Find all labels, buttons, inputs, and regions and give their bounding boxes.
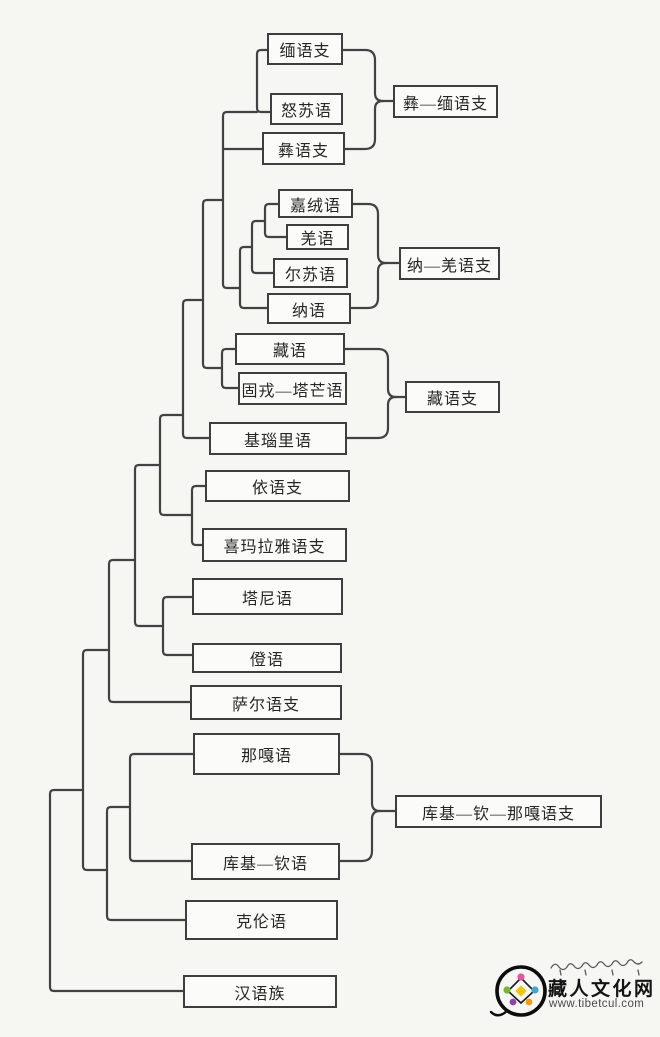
- node-kuki-chin-naga-branch: 库基—钦—那嘎语支: [395, 795, 602, 828]
- node-tibetan: 藏语: [235, 333, 345, 365]
- node-naga: 那嘎语: [193, 733, 340, 775]
- node-rgyalrong: 嘉绒语: [278, 189, 353, 218]
- node-yi-yuzhi-branch: 依语支: [205, 470, 350, 502]
- node-kinnauri: 基瑙里语: [209, 422, 347, 455]
- node-gurung-tamang: 固戎—塔芒语: [238, 372, 347, 405]
- node-deng: 僜语: [192, 643, 342, 673]
- node-loloish-branch: 彝语支: [262, 132, 345, 165]
- node-tani: 塔尼语: [192, 578, 343, 615]
- node-qiang: 羌语: [286, 224, 349, 250]
- node-nusu: 怒苏语: [270, 93, 343, 125]
- node-kuki-chin: 库基—钦语: [191, 843, 340, 880]
- watermark-site-url: www.tibetcul.com: [549, 998, 645, 1010]
- tibetcul-logo-icon: [489, 965, 547, 1017]
- node-karen: 克伦语: [185, 900, 338, 940]
- node-na-qiang-branch: 纳—羌语支: [399, 247, 500, 280]
- node-tibetan-branch: 藏语支: [405, 381, 500, 413]
- node-himalayan-branch: 喜玛拉雅语支: [202, 528, 347, 562]
- node-ersu: 尔苏语: [273, 258, 348, 288]
- node-lolo-burmese-branch: 彝—缅语支: [393, 85, 498, 118]
- node-na: 纳语: [267, 293, 351, 324]
- node-burmish-branch: 缅语支: [267, 33, 343, 65]
- node-sal-branch: 萨尔语支: [190, 685, 342, 720]
- watermark-site-name: 藏人文化网: [548, 979, 656, 1000]
- node-sinitic: 汉语族: [183, 975, 337, 1008]
- tibetan-script-flourish: [550, 959, 643, 976]
